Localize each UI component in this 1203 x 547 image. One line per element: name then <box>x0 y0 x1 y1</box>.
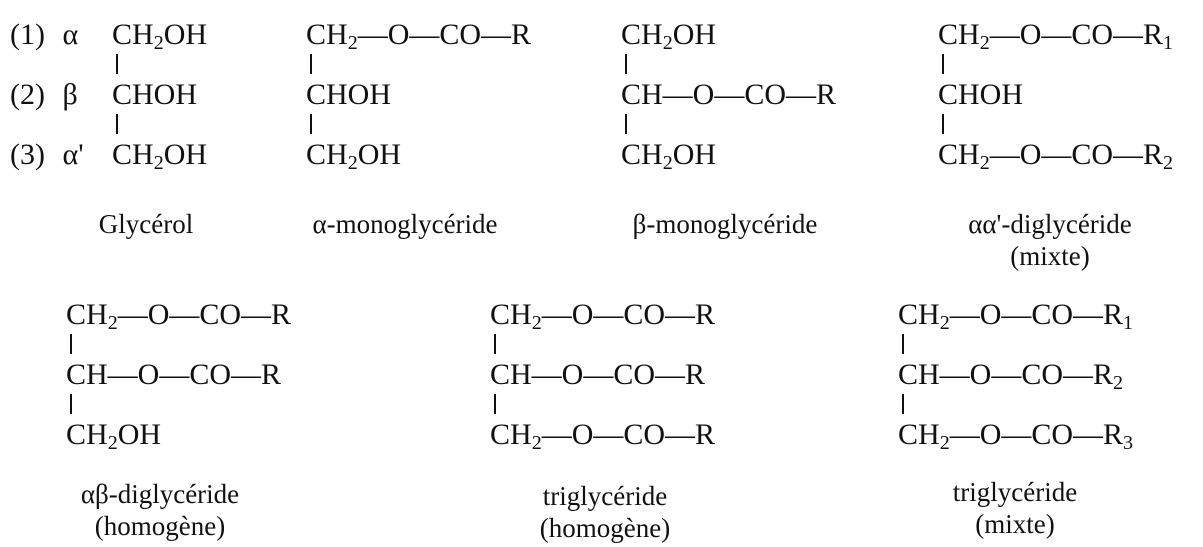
formula-line-3: CH2—O—CO—R2 <box>938 138 1174 174</box>
formula-line-1: CH2—O—CO—R1 <box>938 18 1174 54</box>
caption-subtitle: (homogène) <box>539 513 671 543</box>
caption-triglyceride-homogeneous: triglycéride (homogène) <box>490 480 720 544</box>
formula-line-3: CH2OH <box>112 138 208 174</box>
bond-line <box>70 334 72 354</box>
formula-line-1: CH2OH <box>621 18 717 54</box>
formula-line-3: CH2—O—CO—R <box>490 418 716 454</box>
position-symbol: β <box>62 78 78 111</box>
formula-line-2: CH—O—CO—R <box>66 358 282 391</box>
formula-line-2: CHOH <box>938 78 1024 111</box>
caption-subtitle: (homogène) <box>94 511 226 541</box>
bond-line <box>116 114 118 134</box>
caption-title: α-monoglycéride <box>312 209 498 239</box>
formula-line-3: CH2OH <box>306 138 402 174</box>
position-number: (1) <box>10 18 45 51</box>
caption-glycerol: Glycérol <box>46 208 246 240</box>
bond-line <box>310 114 312 134</box>
position-number: (2) <box>10 78 45 111</box>
bond-line <box>494 394 496 414</box>
bond-line <box>625 54 627 74</box>
caption-alpha-alpha-diglyceride: αα'-diglycéride (mixte) <box>920 208 1180 272</box>
formula-line-3: CH2OH <box>66 418 162 454</box>
caption-title: β-monoglycéride <box>632 209 818 239</box>
bond-line <box>70 394 72 414</box>
position-prefix-2: (2) β <box>10 78 78 112</box>
caption-subtitle: (mixte) <box>975 509 1055 539</box>
caption-subtitle: (mixte) <box>1010 241 1090 271</box>
position-prefix-3: (3) α' <box>10 138 84 172</box>
caption-alpha-beta-diglyceride: αβ-diglycéride (homogène) <box>40 478 280 542</box>
formula-line-2: CHOH <box>112 78 198 111</box>
formula-line-1: CH2—O—CO—R1 <box>898 298 1134 334</box>
formula-line-1: CH2—O—CO—R <box>306 18 532 54</box>
formula-line-1: CH2—O—CO—R <box>66 298 292 334</box>
formula-line-2: CH—O—CO—R2 <box>898 358 1124 394</box>
formula-line-2: CHOH <box>306 78 392 111</box>
bond-line <box>942 114 944 134</box>
caption-title: αβ-diglycéride <box>80 479 240 509</box>
caption-title: Glycérol <box>98 209 194 239</box>
bond-line <box>942 54 944 74</box>
caption-triglyceride-mixed: triglycéride (mixte) <box>905 476 1125 540</box>
position-symbol: α' <box>62 138 84 171</box>
caption-title: triglycéride <box>542 481 668 511</box>
caption-title: αα'-diglycéride <box>968 209 1132 239</box>
caption-beta-monoglyceride: β-monoglycéride <box>595 208 855 240</box>
bond-line <box>902 394 904 414</box>
formula-line-1: CH2OH <box>112 18 208 54</box>
formula-line-3: CH2—O—CO—R3 <box>898 418 1134 454</box>
position-symbol: α <box>62 18 79 51</box>
bond-line <box>494 334 496 354</box>
formula-line-2: CH—O—CO—R <box>621 78 837 111</box>
bond-line <box>310 54 312 74</box>
formula-line-3: CH2OH <box>621 138 717 174</box>
caption-alpha-monoglyceride: α-monoglycéride <box>270 208 540 240</box>
formula-line-2: CH—O—CO—R <box>490 358 706 391</box>
bond-line <box>116 54 118 74</box>
position-prefix-1: (1) α <box>10 18 78 52</box>
caption-title: triglycéride <box>952 477 1078 507</box>
bond-line <box>625 114 627 134</box>
position-number: (3) <box>10 138 45 171</box>
bond-line <box>902 334 904 354</box>
formula-line-1: CH2—O—CO—R <box>490 298 716 334</box>
